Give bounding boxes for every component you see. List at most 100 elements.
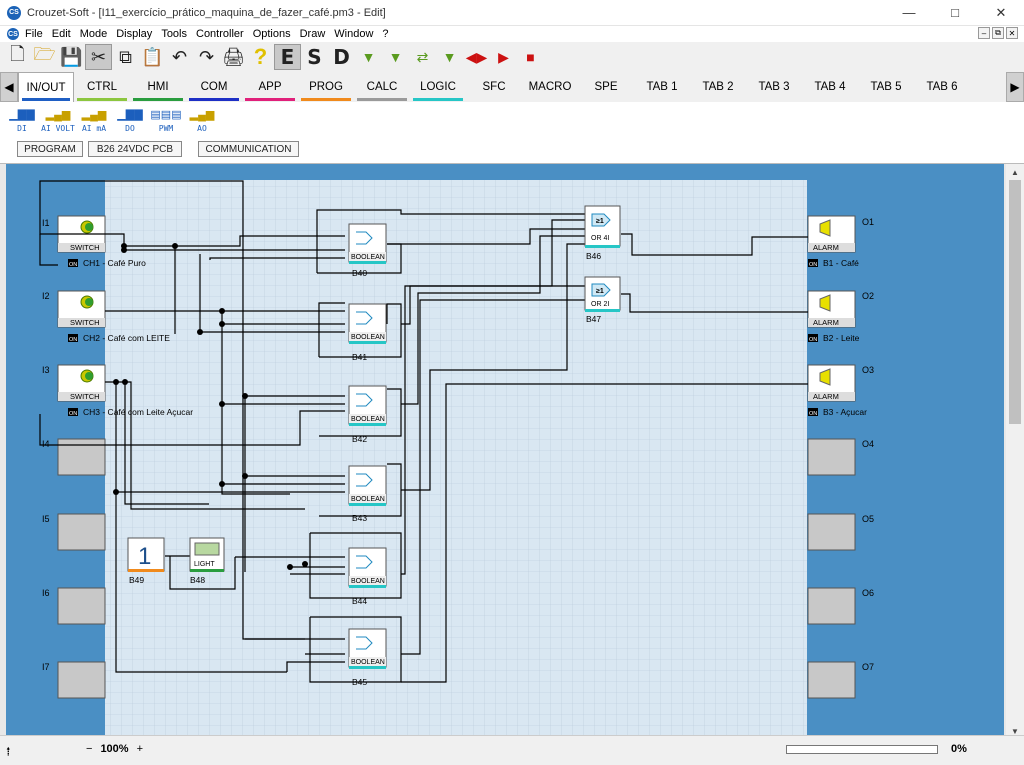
menu-mode[interactable]: Mode [79,28,108,40]
paste-icon[interactable]: 📋 [141,46,164,67]
boolean-block-b41[interactable]: BOOLEAN B41 [348,303,387,362]
menu-options[interactable]: Options [252,28,291,40]
maximize-icon[interactable]: □ [951,5,959,20]
copy-icon[interactable]: ⧉ [119,46,132,67]
svg-text:I6: I6 [42,588,50,598]
mdi-restore-icon[interactable]: ⧉ [992,27,1004,39]
transfer-icon[interactable]: ▼ [388,49,403,65]
zoom-out-button[interactable]: − [86,743,93,755]
constant-block-b49[interactable]: 1 B49 [127,537,165,585]
svg-text:BOOLEAN: BOOLEAN [351,254,385,261]
svg-text:SWITCH: SWITCH [70,318,100,327]
compile-icon[interactable]: ▼ [361,49,376,65]
output-label-b2: B2 - Leite [823,333,860,343]
palette-ai-ma[interactable]: ▂▄▆ AI mA [81,109,107,133]
input-terminal-i7: I7 [42,661,106,699]
palette-di[interactable]: ▁▇▇ DI [9,109,35,133]
boolean-block-b42[interactable]: BOOLEAN B42 [348,385,387,444]
tab-tab6[interactable]: TAB 6 [926,81,958,93]
run-icon[interactable]: ◀▶ [465,48,488,65]
menu-file[interactable]: File [25,28,43,40]
tab-scroll-left-icon[interactable]: ◀ [0,72,18,102]
svg-text:O5: O5 [862,514,874,524]
tab-ctrl[interactable]: CTRL [74,72,130,102]
tab-tab4[interactable]: TAB 4 [814,81,846,93]
svg-text:O6: O6 [862,588,874,598]
light-display-icon [194,542,220,556]
edit-mode-button[interactable]: E [274,44,301,70]
mdi-minimize-icon[interactable]: – [978,27,990,39]
window-title: Crouzet-Soft - [I11_exercício_prático_ma… [27,6,386,19]
workspace[interactable]: ▲ ▼ I1 SWITCH ON CH1 - Café Puro I2 SWIT… [0,163,1024,736]
program-button[interactable]: PROGRAM [17,141,83,157]
menu-tools[interactable]: Tools [161,28,187,40]
redo-icon[interactable]: ↷ [198,46,215,67]
light-block-b48[interactable]: LIGHT B48 [189,537,225,585]
menu-controller[interactable]: Controller [196,28,244,40]
help-icon[interactable]: ? [253,44,268,69]
tab-scroll-right-icon[interactable]: ▶ [1006,72,1024,102]
write-controller-icon[interactable]: ▼ [442,49,457,65]
pwm-icon: ▤▤▤ [150,109,182,121]
tab-macro[interactable]: MACRO [528,81,572,93]
tab-app[interactable]: APP [242,72,298,102]
controller-type-button[interactable]: B26 24VDC PCB [88,141,182,157]
save-icon[interactable]: 💾 [60,46,83,67]
scrollbar-thumb[interactable] [1009,180,1021,424]
tab-spe[interactable]: SPE [594,81,618,93]
tab-logic[interactable]: LOGIC [410,72,466,102]
svg-text:BOOLEAN: BOOLEAN [351,578,385,585]
tab-prog[interactable]: PROG [298,72,354,102]
tab-sfc[interactable]: SFC [482,81,506,93]
boolean-block-b40[interactable]: BOOLEAN B40 [348,223,387,278]
main-toolbar: 🗋 🗁 💾 ✂ ⧉ 📋 ↶ ↷ 🖨 ? E S D ▼ ▼ ⇄ ▼ ◀▶ ▶ ■ [0,42,1024,72]
usb-icon: ⭫ [6,744,11,759]
menu-edit[interactable]: Edit [51,28,71,40]
zoom-level: 100% [100,743,129,755]
debug-mode-button[interactable]: D [333,45,350,69]
boolean-block-b43[interactable]: BOOLEAN B43 [348,465,387,523]
boolean-block-b44[interactable]: BOOLEAN B44 [348,547,387,606]
document-logo-icon[interactable]: CS [7,28,19,40]
palette-ai-volt[interactable]: ▂▄▆ AI VOLT [41,109,75,133]
tab-tab3[interactable]: TAB 3 [758,81,790,93]
read-controller-icon[interactable]: ⇄ [416,48,429,65]
or-block-b47[interactable]: ≥1 OR 2I B47 [584,276,621,324]
diagram-canvas[interactable]: ▲ ▼ I1 SWITCH ON CH1 - Café Puro I2 SWIT… [0,164,1024,736]
tab-calc[interactable]: CALC [354,72,410,102]
tab-tab5[interactable]: TAB 5 [870,81,902,93]
new-file-icon[interactable]: 🗋 [10,44,25,64]
tab-in-out[interactable]: IN/OUT [18,72,74,102]
menu-draw[interactable]: Draw [299,28,326,40]
menu-window[interactable]: Window [334,28,374,40]
boolean-gate-icon [356,636,373,650]
print-icon[interactable]: 🖨 [222,46,245,67]
output-terminal-o7: O7 [807,661,874,699]
simulation-mode-button[interactable]: S [307,45,322,69]
mdi-close-icon[interactable]: ✕ [1006,27,1018,39]
tab-tab2[interactable]: TAB 2 [702,81,734,93]
menu-display[interactable]: Display [116,28,153,40]
svg-text:LIGHT: LIGHT [194,561,215,568]
boolean-gate-icon [356,473,373,487]
tab-hmi[interactable]: HMI [130,72,186,102]
undo-icon[interactable]: ↶ [171,46,188,67]
cut-icon[interactable]: ✂ [85,44,112,70]
palette-pwm[interactable]: ▤▤▤ PWM [150,109,182,133]
menu-help[interactable]: ? [382,28,389,40]
palette-do[interactable]: ▁▇▇ DO [117,109,143,133]
run-forward-icon[interactable]: ▶ [498,48,509,65]
alarm-icon [819,368,831,386]
or-block-b46[interactable]: ≥1 OR 4I B46 [584,205,621,261]
open-folder-icon[interactable]: 🗁 [33,44,56,64]
tab-tab1[interactable]: TAB 1 [646,81,678,93]
minimize-icon[interactable]: — [902,5,916,20]
tab-com[interactable]: COM [186,72,242,102]
stop-icon[interactable]: ■ [526,49,535,65]
communication-button[interactable]: COMMUNICATION [198,141,299,157]
boolean-block-b45[interactable]: BOOLEAN B45 [348,628,387,687]
palette-ao[interactable]: ▂▄▆ AO [189,109,215,133]
close-icon[interactable]: ✕ [995,4,1007,20]
zoom-in-button[interactable]: + [136,743,144,755]
svg-text:B40: B40 [352,268,367,278]
